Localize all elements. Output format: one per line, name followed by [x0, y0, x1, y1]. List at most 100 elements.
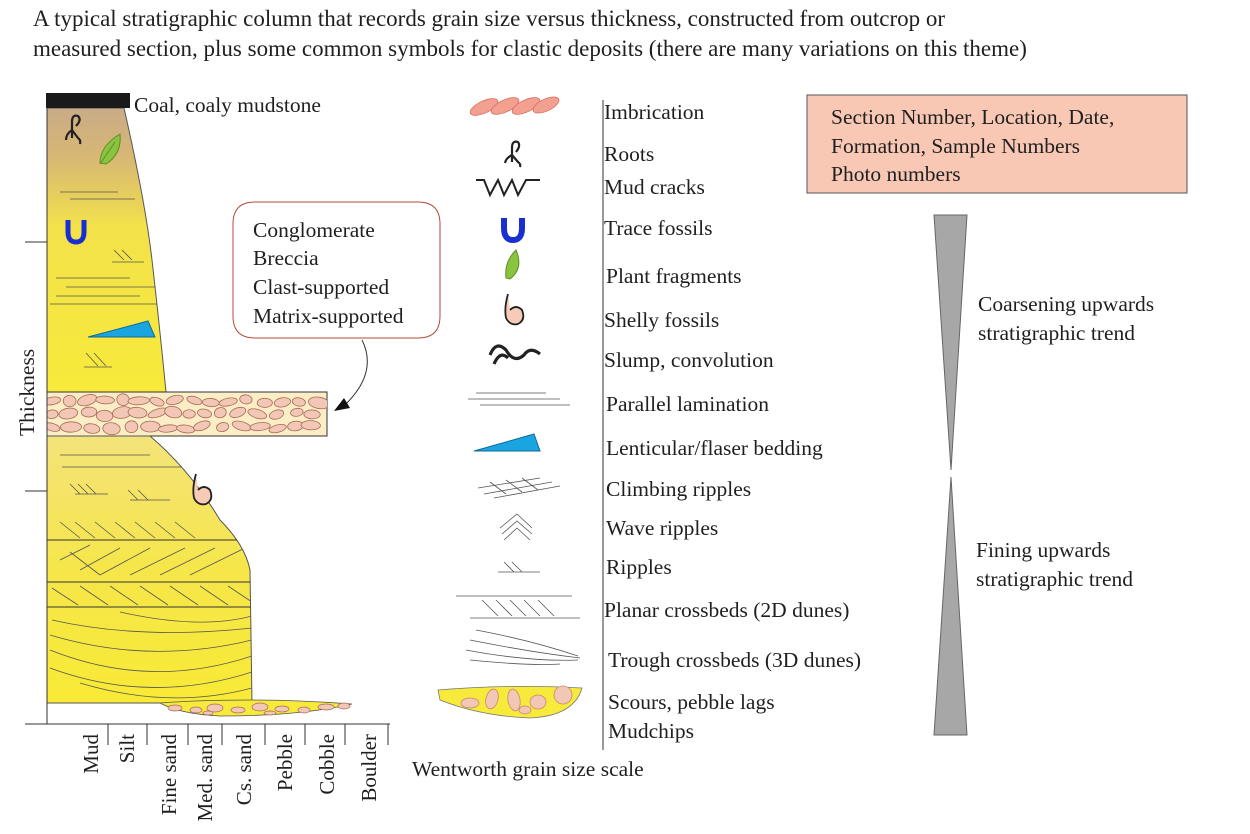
callout-line-3: Clast-supported [253, 275, 389, 299]
legend-label-trough-crossbeds: Trough crossbeds (3D dunes) [608, 648, 861, 672]
conglomerate-pebble [124, 420, 139, 434]
grain-size-label: Silt [115, 734, 139, 763]
conglomerate-pebble [47, 409, 59, 419]
legend-label-mudchips: Mudchips [608, 719, 694, 743]
callout-line-4: Matrix-supported [253, 304, 404, 328]
stratigraphic-trend-wedges: Coarsening upwards stratigraphic trend F… [933, 214, 1154, 736]
conglomerate-pebble [127, 396, 150, 406]
imbrication-icon [469, 96, 560, 116]
fining-upwards-wedge [933, 476, 968, 736]
grain-size-label: Mud [79, 734, 103, 774]
legend-label-climbing-ripples: Climbing ripples [606, 477, 751, 501]
conglomerate-pebbles [47, 393, 327, 436]
wave-ripples-icon [499, 513, 533, 541]
conglomerate-pebble [127, 406, 148, 419]
conglomerate-pebble [95, 409, 114, 423]
conglomerate-pebble [256, 397, 273, 408]
conglomerate-pebble [268, 424, 287, 434]
basal-pebble [206, 703, 224, 713]
basal-pebble [317, 703, 335, 711]
upper-column-body [46, 107, 167, 393]
conglomerate-pebble [197, 408, 212, 419]
legend-label-roots: Roots [604, 142, 654, 166]
scour-icon [437, 685, 583, 719]
mud-cracks-icon [476, 177, 540, 198]
leaf-icon [505, 249, 520, 280]
basal-pebbles [167, 702, 351, 716]
stratigraphic-column [46, 93, 353, 717]
coal-label: Coal, coaly mudstone [134, 93, 321, 117]
conglomerate-pebble [95, 395, 115, 405]
legend-label-shelly-fossils: Shelly fossils [604, 308, 719, 332]
roots-icon [503, 140, 522, 168]
legend-label-slump: Slump, convolution [604, 348, 774, 372]
lower-sedimentary-structures [47, 454, 252, 699]
conglomerate-pebble [290, 407, 304, 417]
conglomerate-pebble [213, 407, 227, 419]
callout-line-2: Breccia [253, 246, 319, 270]
conglomerate-pebble [149, 396, 165, 407]
parallel-lamination-icon [468, 392, 570, 406]
column-trace-fossil-icon [65, 220, 87, 245]
thickness-label: Thickness [15, 349, 39, 436]
wentworth-scale-label: Wentworth grain size scale [412, 757, 644, 781]
grain-size-label: Fine sand [157, 734, 181, 816]
conglomerate-pebble [303, 409, 321, 420]
conglomerate-pebble [193, 420, 211, 432]
conglomerate-pebble [77, 394, 98, 407]
fining-trend-line-1: Fining upwards [976, 538, 1110, 562]
conglomerate-pebble [60, 421, 82, 433]
conglomerate-pebble [249, 422, 271, 432]
basal-pebble [297, 706, 311, 714]
ripples-icon [498, 561, 540, 573]
basal-pebble [337, 702, 351, 710]
conglomerate-pebble [300, 420, 321, 431]
lenticular-icon [473, 433, 541, 452]
conglomerate-pebble [291, 397, 306, 407]
planar-crossbeds-icon [456, 595, 580, 619]
info-box-line-3: Photo numbers [831, 162, 961, 186]
basal-pebble [230, 706, 246, 714]
basal-pebble [202, 710, 214, 716]
section-info-box: Section Number, Location, Date, Formatio… [806, 94, 1188, 194]
conglomerate-pebble [58, 407, 79, 420]
upper-laminations [50, 191, 160, 368]
legend: Imbrication Roots Mud cracks Trace fossi… [437, 96, 861, 743]
conglomerate-pebble [182, 409, 196, 419]
basal-pebble [167, 704, 183, 712]
conglomerate-pebble [83, 423, 101, 434]
conglomerate-pebble [164, 405, 183, 419]
conglomerate-pebble [239, 394, 253, 405]
legend-label-plant-fragments: Plant fragments [606, 264, 742, 288]
conglomerate-pebble [62, 394, 77, 408]
shell-icon [504, 293, 525, 326]
callout-box [232, 201, 441, 339]
legend-label-imbrication: Imbrication [604, 100, 705, 124]
fining-trend-line-2: stratigraphic trend [976, 567, 1133, 591]
coarsening-upwards-wedge [933, 214, 968, 471]
trace-fossil-icon [501, 218, 525, 244]
column-lenticular-icon [87, 320, 156, 338]
figure-caption: A typical stratigraphic column that reco… [33, 4, 1027, 64]
info-box-background [806, 94, 1188, 194]
conglomerate-callout: Conglomerate Breccia Clast-supported Mat… [232, 201, 441, 411]
lower-column-body [46, 435, 253, 704]
legend-label-mud-cracks: Mud cracks [604, 175, 705, 199]
slump-icon [488, 344, 541, 365]
grain-size-label: Pebble [273, 734, 297, 791]
column-shell-icon [192, 473, 213, 506]
legend-label-scours: Scours, pebble lags [608, 690, 775, 714]
grain-size-label: Boulder [357, 734, 381, 802]
legend-label-trace-fossils: Trace fossils [604, 216, 713, 240]
conglomerate-pebble [140, 420, 161, 433]
conglomerate-pebble [308, 396, 327, 410]
conglomerate-pebble [186, 395, 203, 406]
trough-crossbeds-icon [465, 629, 581, 665]
callout-arrow [345, 339, 368, 405]
caption-line-2: measured section, plus some common symbo… [33, 36, 1027, 61]
conglomerate-pebble [229, 406, 247, 418]
conglomerate-pebble [102, 422, 121, 436]
